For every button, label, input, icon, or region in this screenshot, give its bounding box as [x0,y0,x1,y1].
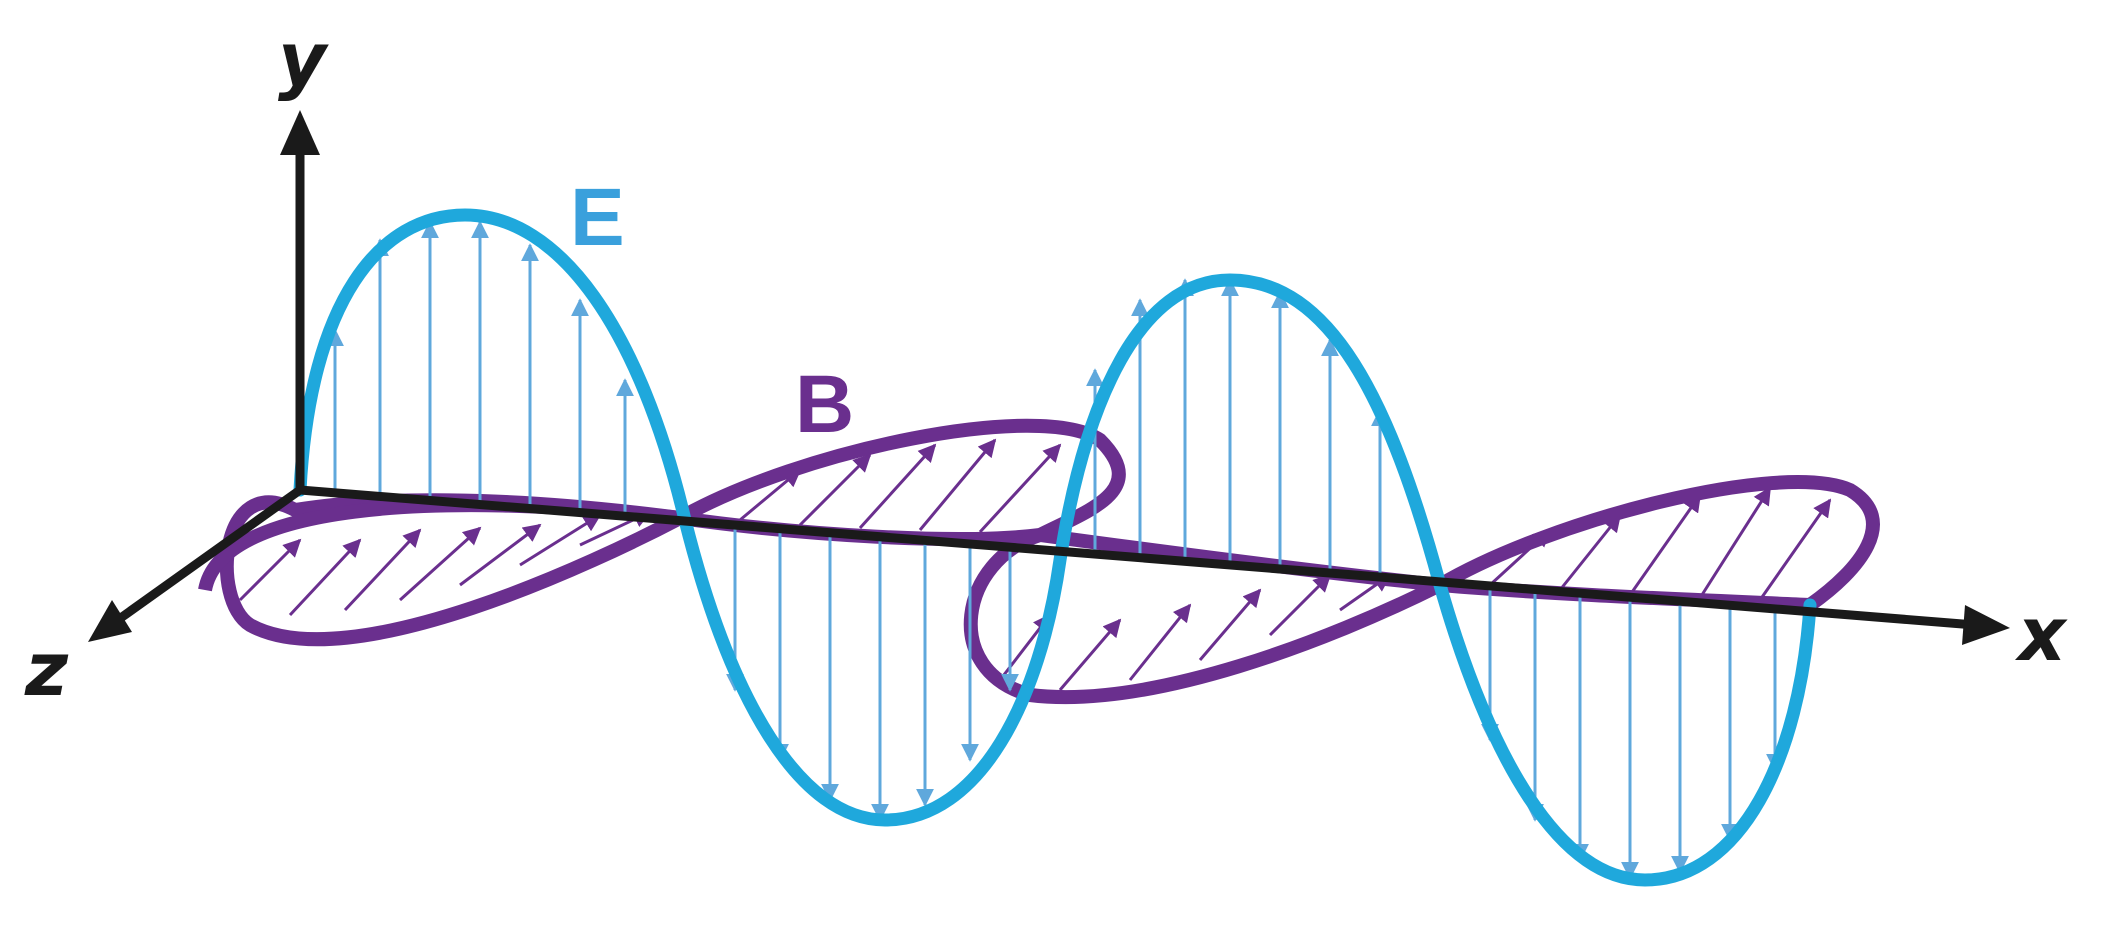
magnetic-field-label: B [795,359,854,450]
magnetic-field-vector [918,438,997,531]
magnetic-field-vector [1628,493,1702,596]
magnetic-field-vectors [238,438,1832,691]
magnetic-field-vector [1698,486,1772,599]
magnetic-field-vector [1058,618,1122,691]
magnetic-field-vector [798,453,872,527]
magnetic-field-vector [1198,588,1262,661]
electric-field-vectors [326,220,1784,880]
magnetic-field-vector [739,468,802,522]
magnetic-field-vector [343,528,422,612]
magnetic-field-vector [1128,603,1192,681]
magnetic-field-vector [519,513,602,567]
magnetic-field-vector [459,523,542,587]
x-axis-label: x [2014,592,2068,678]
z-axis-arrowhead [88,600,132,642]
electric-field-label: E [570,172,625,263]
y-axis-arrowhead [280,110,320,155]
magnetic-field-vector [238,538,302,602]
x-axis-arrowhead [1962,605,2010,645]
z-axis-line [112,486,303,626]
x-axis-line [299,485,1976,630]
magnetic-field-vector [288,538,362,617]
magnetic-field-vector [398,526,482,602]
magnetic-field-vector [858,443,937,530]
z-axis-label: z [24,627,69,713]
magnetic-field-vector [1268,573,1332,637]
magnetic-field-vector [1758,498,1832,601]
y-axis-label: y [278,17,329,103]
electric-field-wave [293,208,1817,887]
magnetic-field-vector [978,443,1062,534]
axes [88,110,2010,645]
magnetic-field-vector [1558,513,1622,591]
